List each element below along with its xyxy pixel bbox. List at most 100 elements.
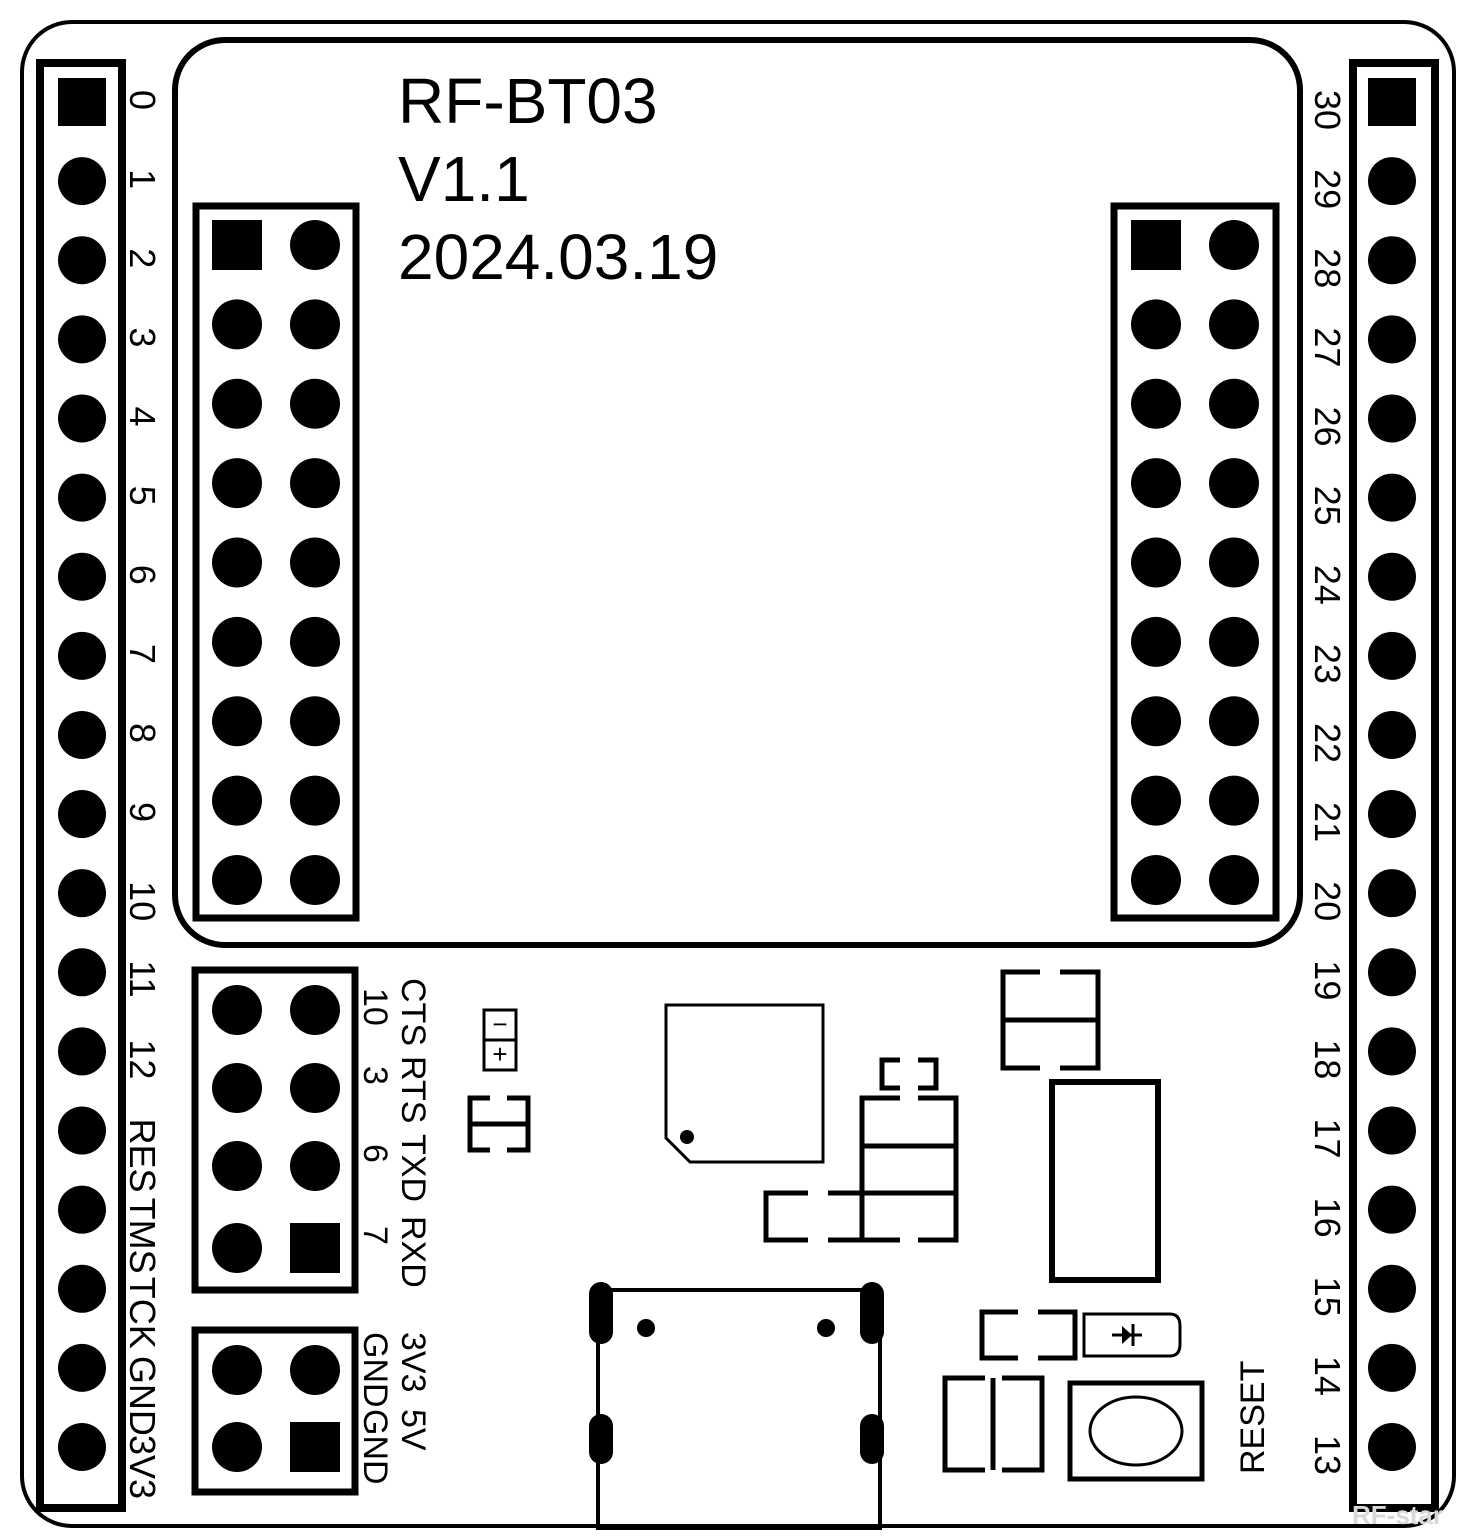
diode-footprint [1082,1312,1182,1358]
left-header-label: TCK [122,1277,163,1349]
power-gnd-label: GND [356,1332,394,1408]
watermark: RF-star [1352,1500,1443,1530]
left-header-pin [58,1027,106,1076]
module-right-pin [1131,775,1181,826]
module-left-pin [290,696,340,747]
module-left-header-frame [192,202,360,922]
power-label: 3V3 [394,1332,432,1393]
right-header-frame [1349,59,1439,1512]
right-header-pin [1368,1027,1416,1076]
right-header-label: 29 [1307,169,1348,209]
left-header-label: 11 [122,960,163,997]
right-header-pin [1368,78,1416,126]
module-right-pin [1209,378,1259,429]
module-left-pin [212,220,262,270]
left-header-label: 2 [122,248,163,268]
resistor-footprint-small [879,1057,939,1091]
module-left-pin [212,855,262,905]
reset-button-footprint [1067,1380,1205,1482]
right-header-label: 27 [1307,327,1348,367]
left-header-pin [58,869,106,918]
right-header-pin [1368,1343,1416,1392]
uart-signal-label: RXD [394,1216,432,1288]
uart-header-pins [212,985,340,1273]
usb-connector-footprint [589,1282,884,1530]
right-header-pins [1368,78,1416,1471]
board-date: 2024.03.19 [398,221,718,293]
uart-pin [212,1141,262,1191]
right-header-label: 24 [1307,565,1348,605]
left-header-label: 8 [122,723,163,743]
power-gnd-label: GND [356,1409,394,1485]
uart-pin [212,1223,262,1273]
right-header-label: 22 [1307,723,1348,763]
polarity-minus: − [492,1009,507,1039]
left-header-pin [58,1343,106,1392]
module-right-pin [1131,696,1181,747]
left-header-pin [58,1185,106,1234]
right-header-label: 14 [1307,1356,1348,1396]
left-header-pin [58,78,106,126]
polarity-plus: + [492,1039,507,1069]
left-header-label: 9 [122,802,163,822]
left-header-pin [58,236,106,285]
right-header-label: 23 [1307,644,1348,684]
polarity-marker: − + [482,1008,518,1072]
uart-pin [290,1223,340,1273]
ic-chip-footprint [664,1003,825,1164]
left-header-label: 1 [122,169,163,189]
module-left-pin [212,537,262,588]
module-outline [172,37,1303,948]
left-header-pin [58,631,106,680]
module-right-pin [1209,696,1259,747]
module-right-pin [1209,537,1259,588]
left-header-pin [58,315,106,364]
right-header-pin [1368,1106,1416,1155]
left-header-pin [58,948,106,997]
module-right-pin [1209,299,1259,350]
left-header-label: 7 [122,644,163,664]
module-left-pin [290,855,340,905]
uart-signal-label: CTS [394,978,432,1046]
module-right-pin [1131,220,1181,270]
uart-pin [290,985,340,1035]
right-header-pin [1368,157,1416,206]
module-right-pin [1131,616,1181,667]
uart-pin-number-label: 6 [356,1144,394,1163]
power-pin [212,1345,262,1395]
left-header-label: GND [122,1356,163,1436]
module-left-pin [290,299,340,350]
module-right-pin [1209,220,1259,270]
right-header-pin [1368,394,1416,443]
left-header-label: 5 [122,486,163,506]
left-header-label: RES [122,1119,163,1193]
right-header-pin [1368,869,1416,918]
right-header-label: 19 [1307,960,1348,1000]
uart-pin-number-label: 7 [356,1226,394,1245]
left-header-pins [58,78,106,1471]
module-right-pin [1209,855,1259,905]
module-left-pin [290,458,340,509]
right-header-label: 26 [1307,406,1348,446]
capacitor-footprint-large [942,1375,1045,1473]
uart-pin [212,985,262,1035]
right-header-label: 25 [1307,486,1348,526]
left-header-label: TMS [122,1198,163,1274]
left-header-label: 12 [122,1039,163,1079]
uart-header-frame [191,966,359,1294]
left-header-pin [58,1264,106,1313]
power-pin [290,1345,340,1395]
left-header-label: 3V3 [122,1435,163,1499]
right-header-label: 28 [1307,248,1348,288]
right-header-pin [1368,1264,1416,1313]
module-right-pin [1209,775,1259,826]
module-left-pin [290,775,340,826]
left-header-pin [58,710,106,759]
left-header-pin [58,790,106,839]
module-right-pin [1209,616,1259,667]
module-right-pin [1131,458,1181,509]
